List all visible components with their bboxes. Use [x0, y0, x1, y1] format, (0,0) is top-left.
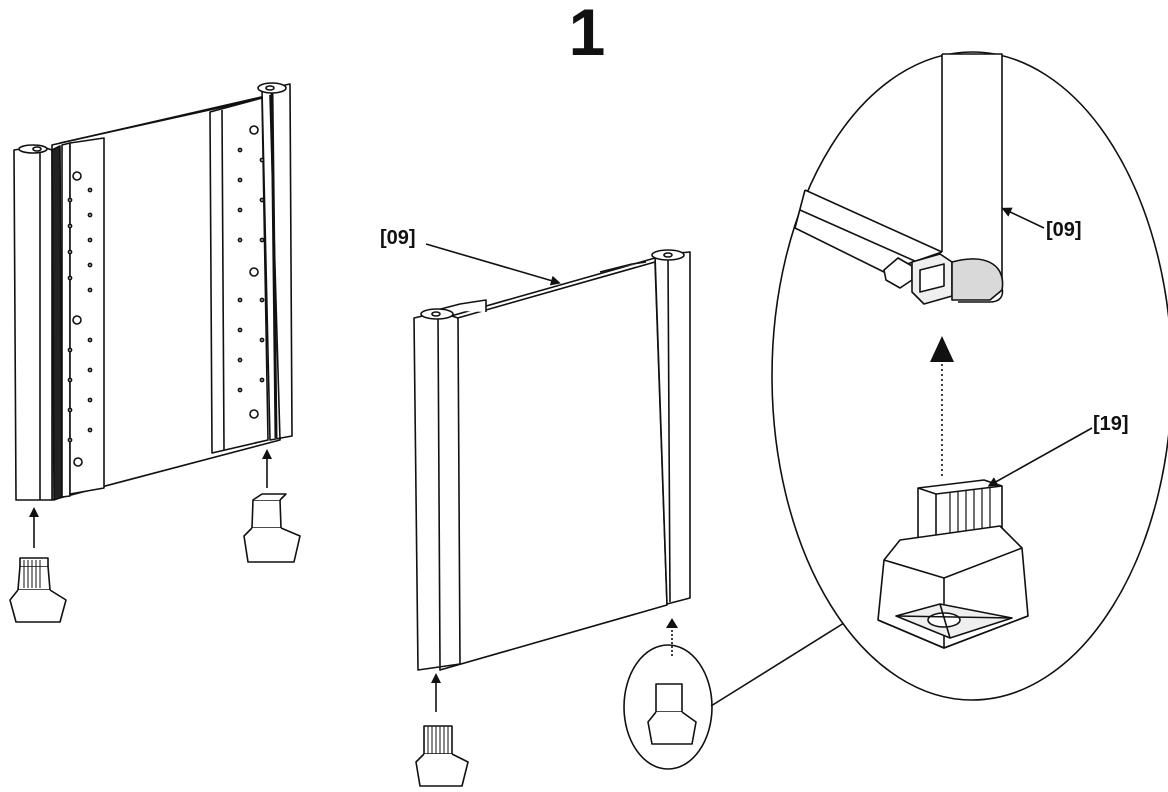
part-label-19-foot: [19] — [1093, 413, 1129, 435]
foot-left-1 — [9, 507, 67, 623]
part-label-09-panel: [09] — [380, 227, 416, 249]
step-number: 1 — [568, 0, 606, 69]
foot-callout-small — [623, 618, 713, 770]
panel-back-view — [13, 82, 293, 501]
detail-callout — [771, 51, 1168, 701]
callout-connector — [710, 617, 853, 707]
leader-09-panel — [425, 243, 561, 286]
part-label-09-detail: [09] — [1046, 219, 1082, 241]
foot-middle — [415, 673, 469, 787]
foot-left-2 — [243, 449, 301, 563]
panel-front-view — [413, 249, 691, 671]
